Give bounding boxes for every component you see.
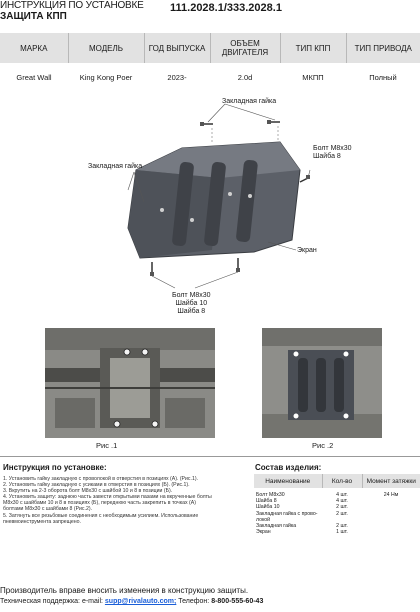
component-torque: 24 Нм <box>383 492 399 498</box>
label-nut-top: Закладная гайка <box>222 98 277 105</box>
component-qty: 4 шт. <box>336 498 348 505</box>
spec-header-cell: ТИП ПРИВОДА <box>345 33 420 63</box>
components-header-cell: Наименование <box>254 474 322 488</box>
components-torque: 24 Нм <box>362 488 420 535</box>
component-name: локой <box>256 516 271 523</box>
instruction-line: М8х30 с шайбами 10 и 8 в позициях (Б), п… <box>3 500 196 507</box>
component-qty: 2 шт. <box>336 523 348 530</box>
photo-fig2 <box>262 328 382 443</box>
component-name: Закладная гайка с прово- <box>256 510 318 517</box>
leader-line <box>224 103 276 121</box>
footer-notice: Производитель вправе вносить изменения в… <box>0 586 249 595</box>
photo-fig1 <box>45 328 215 443</box>
phone-label: Телефон: <box>176 598 212 605</box>
components-body-row: Болт М8х30 Шайба 8 Шайба 10 Закладная га… <box>254 488 420 535</box>
instruction-line: болтами М8х30 с шайбами 8 (Рис.2). <box>3 506 93 513</box>
spec-header-row: МАРКА МОДЕЛЬ ГОД ВЫПУСКА ОБЪЕМ ДВИГАТЕЛЯ… <box>0 33 420 63</box>
document-subtitle: ЗАЩИТА КПП <box>0 11 67 22</box>
support-label: Техническая поддержка: e-mail: <box>0 598 105 605</box>
leader-line <box>207 103 226 123</box>
instruction-line: 1. Установить гайку закладную с проволок… <box>3 476 199 482</box>
spec-header-cell: МАРКА <box>0 33 68 63</box>
spec-header-cell: ОБЪЕМ ДВИГАТЕЛЯ <box>209 33 280 63</box>
components-header-cell: Кол-во <box>321 474 362 488</box>
instruction-line: 4. Установить защиту: заднюю часть завес… <box>3 494 212 501</box>
instruction-line: пневмоинструмента запрещено. <box>3 518 81 525</box>
label-bolt-bottom: Болт М8х30 Шайба 10 Шайба 8 <box>172 292 211 315</box>
instruction-line: 3. Вкрутить на 2-3 оборота болт М8х30 с … <box>3 488 173 495</box>
components-header-cell: Момент затяжки <box>361 474 420 488</box>
bottom-bolt-right <box>236 258 240 272</box>
label-nut-left: Закладная гайка <box>88 163 143 170</box>
spec-header-cell: ТИП КПП <box>279 33 346 63</box>
spec-header-cell: МОДЕЛЬ <box>67 33 144 63</box>
support-email-link[interactable]: supp@rivalauto.com; <box>104 598 177 605</box>
instruction-line: 2. Установить гайку закладную с усиками … <box>3 482 190 489</box>
top-bolt-right <box>267 120 280 124</box>
spec-cell: 2.0d <box>237 72 253 82</box>
caption-fig2: Рис .2 <box>312 441 334 450</box>
component-qty: 2 шт. <box>336 510 348 517</box>
top-bolt-left <box>200 122 213 126</box>
exploded-diagram <box>100 100 330 290</box>
section-divider <box>0 456 420 457</box>
vehicle-spec-table: МАРКА МОДЕЛЬ ГОД ВЫПУСКА ОБЪЕМ ДВИГАТЕЛЯ… <box>0 33 420 91</box>
part-number: 111.2028.1/333.2028.1 <box>170 2 282 14</box>
component-qty: 1 шт. <box>336 529 348 536</box>
support-phone: 8-800-555-60-43 <box>211 598 264 605</box>
spec-cell: Great Wall <box>16 72 52 82</box>
instruction-line: 5. Затянуть все резьбовые соединения с н… <box>3 512 199 519</box>
instructions-title: Инструкция по установке: <box>3 463 107 472</box>
label-bolt-right: Болт М8х30 Шайба 8 <box>313 145 352 160</box>
components-header-row: Наименование Кол-во Момент затяжки <box>254 474 420 488</box>
components-names: Болт М8х30 Шайба 8 Шайба 10 Закладная га… <box>254 488 322 535</box>
spec-header-cell: ГОД ВЫПУСКА <box>143 33 210 63</box>
components-title: Состав изделия: <box>255 463 322 472</box>
spec-cell: King Kong Poer <box>79 72 133 82</box>
component-name: Болт М8х30 <box>256 492 285 498</box>
components-table: Наименование Кол-во Момент затяжки Болт … <box>254 474 420 535</box>
components-qty: 4 шт. 4 шт. 2 шт. 2 шт. 2 шт. 1 шт. <box>322 488 362 535</box>
component-name: Экран <box>256 529 271 536</box>
footer: Производитель вправе вносить изменения в… <box>0 586 420 607</box>
caption-fig1: Рис .1 <box>96 441 118 450</box>
spec-cell: Полный <box>369 72 397 82</box>
spec-cell: МКПП <box>302 72 324 82</box>
document-header: ИНСТРУКЦИЯ ПО УСТАНОВКЕ ЗАЩИТА КПП <box>0 0 160 22</box>
component-qty: 2 шт. <box>336 504 348 511</box>
spec-cell: 2023- <box>167 72 187 82</box>
component-name: Шайба 10 <box>256 504 280 511</box>
component-name: Шайба 8 <box>256 498 277 505</box>
bottom-bolt-left <box>150 262 154 276</box>
document-title: ИНСТРУКЦИЯ ПО УСТАНОВКЕ <box>0 0 144 11</box>
component-qty: 4 шт. <box>336 492 348 498</box>
footer-support: Техническая поддержка: e-mail: supp@riva… <box>0 596 420 607</box>
component-name: Закладная гайка <box>256 523 297 530</box>
label-screen: Экран <box>297 247 317 254</box>
skid-plate <box>127 141 301 259</box>
instructions-list: 1. Установить гайку закладную с проволок… <box>3 476 248 525</box>
spec-data-row: Great Wall King Kong Poer 2023- 2.0d МКП… <box>0 63 420 91</box>
